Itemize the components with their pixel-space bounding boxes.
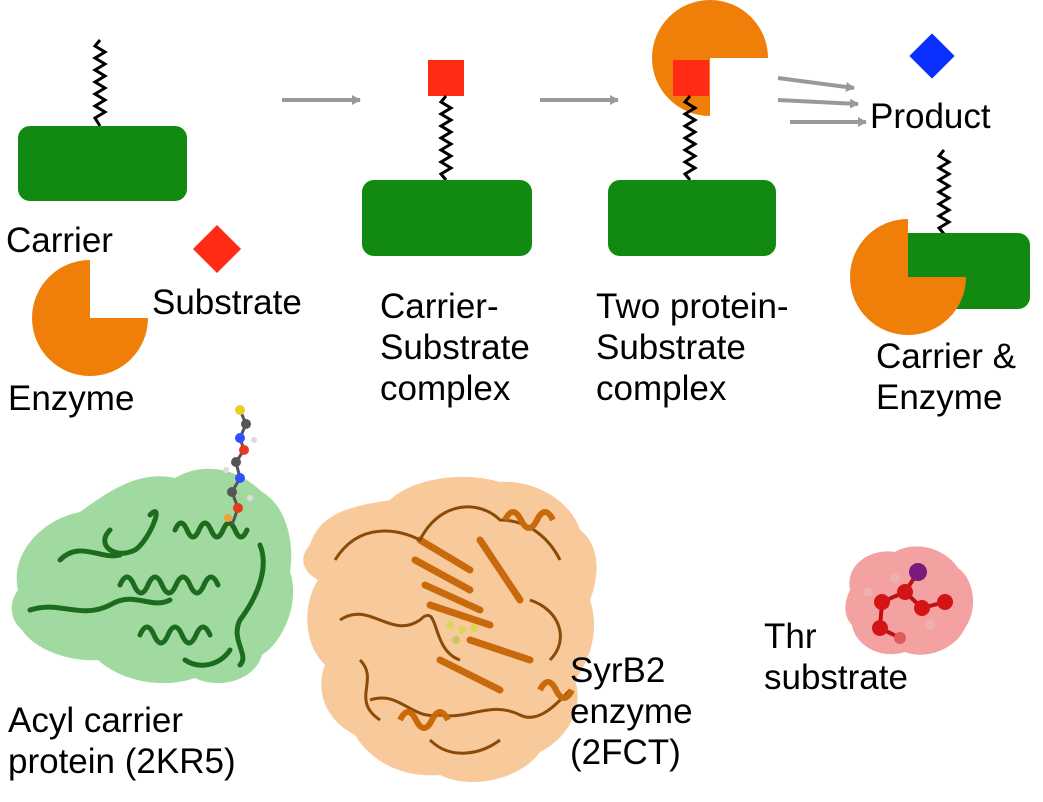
carrier-shape [18,126,187,201]
syrb2-label: SyrB2 enzyme (2FCT) [570,651,693,772]
complex-linker [438,95,454,181]
carrier-enzyme-label: Carrier & Enzyme [876,337,1017,417]
step-arrow-3a [777,76,855,92]
complex-substrate-shape [428,60,464,96]
enzyme-label: Enzyme [8,379,135,418]
thr-label: Thr substrate [764,617,908,697]
enzyme-shape [32,260,148,376]
carrier-linker [92,39,108,127]
two-protein-substrate-shape [673,60,709,96]
product-label: Product [870,97,991,136]
substrate-shape [192,224,242,274]
carrier-label: Carrier [6,221,113,260]
acp-structure-image [11,405,294,684]
two-protein-enzyme-shape [652,0,768,116]
two-protein-carrier-shape [608,180,776,256]
two-protein-label: Two protein- Substrate complex [596,287,789,408]
final-enzyme-shape [850,219,966,335]
complex-carrier-shape [362,180,532,256]
final-linker [936,149,952,235]
carrier-substrate-label: Carrier- Substrate complex [380,287,530,408]
two-protein-linker [682,95,698,181]
thr-structure-image [845,546,974,655]
syrb2-structure-image [303,476,597,782]
acp-label: Acyl carrier protein (2KR5) [8,701,236,781]
step-arrow-3b [777,98,859,109]
substrate-label: Substrate [152,283,302,322]
product-shape [909,33,955,79]
